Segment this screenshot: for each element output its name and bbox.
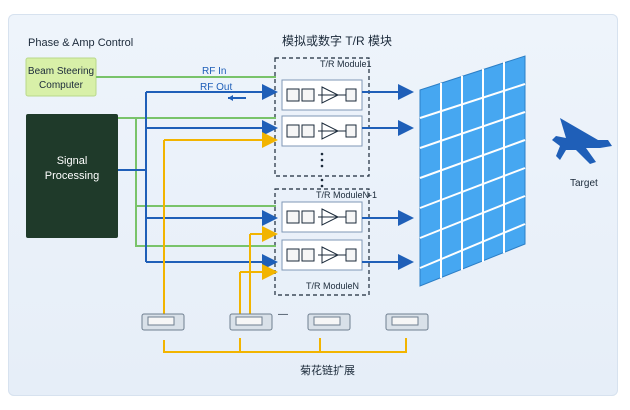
switch-icon-5 <box>301 124 315 138</box>
dash-separator: — <box>278 309 288 320</box>
switch-icon-7 <box>286 210 300 224</box>
switch-icon <box>286 88 300 102</box>
moduleN-dashed-group <box>274 188 370 296</box>
chip-device-icon-3 <box>313 316 341 326</box>
signal-processing-block: Signal Processing <box>26 114 118 238</box>
chip-device-3 <box>307 313 351 331</box>
rf-out-label: RF Out <box>200 82 232 93</box>
module-card-1 <box>281 79 363 111</box>
beam-steering-line1: Beam Steering <box>28 66 94 77</box>
switch-icon-6 <box>345 124 357 138</box>
switch-icon-4 <box>286 124 300 138</box>
switch-icon-2 <box>301 88 315 102</box>
daisy-chain-label: 菊花链扩展 <box>300 363 355 377</box>
module-card-2 <box>281 115 363 147</box>
signal-line1: Signal <box>57 155 88 167</box>
title-center: 模拟或数字 T/R 模块 <box>282 33 392 48</box>
title-left: Phase & Amp Control <box>28 37 133 49</box>
module-card-4 <box>281 239 363 271</box>
switch-icon-11 <box>301 248 315 262</box>
chip-device-icon-2 <box>235 316 263 326</box>
module-card-3 <box>281 201 363 233</box>
switch-icon-8 <box>301 210 315 224</box>
signal-line2: Processing <box>45 170 99 182</box>
green-control-lines <box>96 76 276 247</box>
chip-device-icon <box>147 316 175 326</box>
chip-device-2 <box>229 313 273 331</box>
switch-icon-9 <box>345 210 357 224</box>
chip-device-1 <box>141 313 185 331</box>
target: Target <box>552 118 612 189</box>
switch-icon-12 <box>345 248 357 262</box>
rf-in-label: RF In <box>202 66 226 77</box>
chip-device-4 <box>385 313 429 331</box>
switch-icon-3 <box>345 88 357 102</box>
jet-target-icon <box>552 118 612 164</box>
arrow-left-head <box>228 95 233 101</box>
switch-icon-10 <box>286 248 300 262</box>
yellow-chain-lines <box>163 132 407 353</box>
chip-device-icon-4 <box>391 316 419 326</box>
ellipsis-dots <box>320 152 324 188</box>
antenna-array <box>419 55 526 287</box>
antenna-grid <box>419 62 526 278</box>
blue-rf-lines <box>118 84 414 270</box>
beam-steering-line2: Computer <box>39 80 84 91</box>
moduleN-1-label: T/R ModuleN-1 <box>316 190 377 200</box>
target-label: Target <box>570 178 598 189</box>
moduleN-label: T/R ModuleN <box>306 281 359 291</box>
module1-label: T/R Module1 <box>320 59 372 69</box>
beam-steering-computer-block: Beam Steering Computer <box>25 57 97 97</box>
